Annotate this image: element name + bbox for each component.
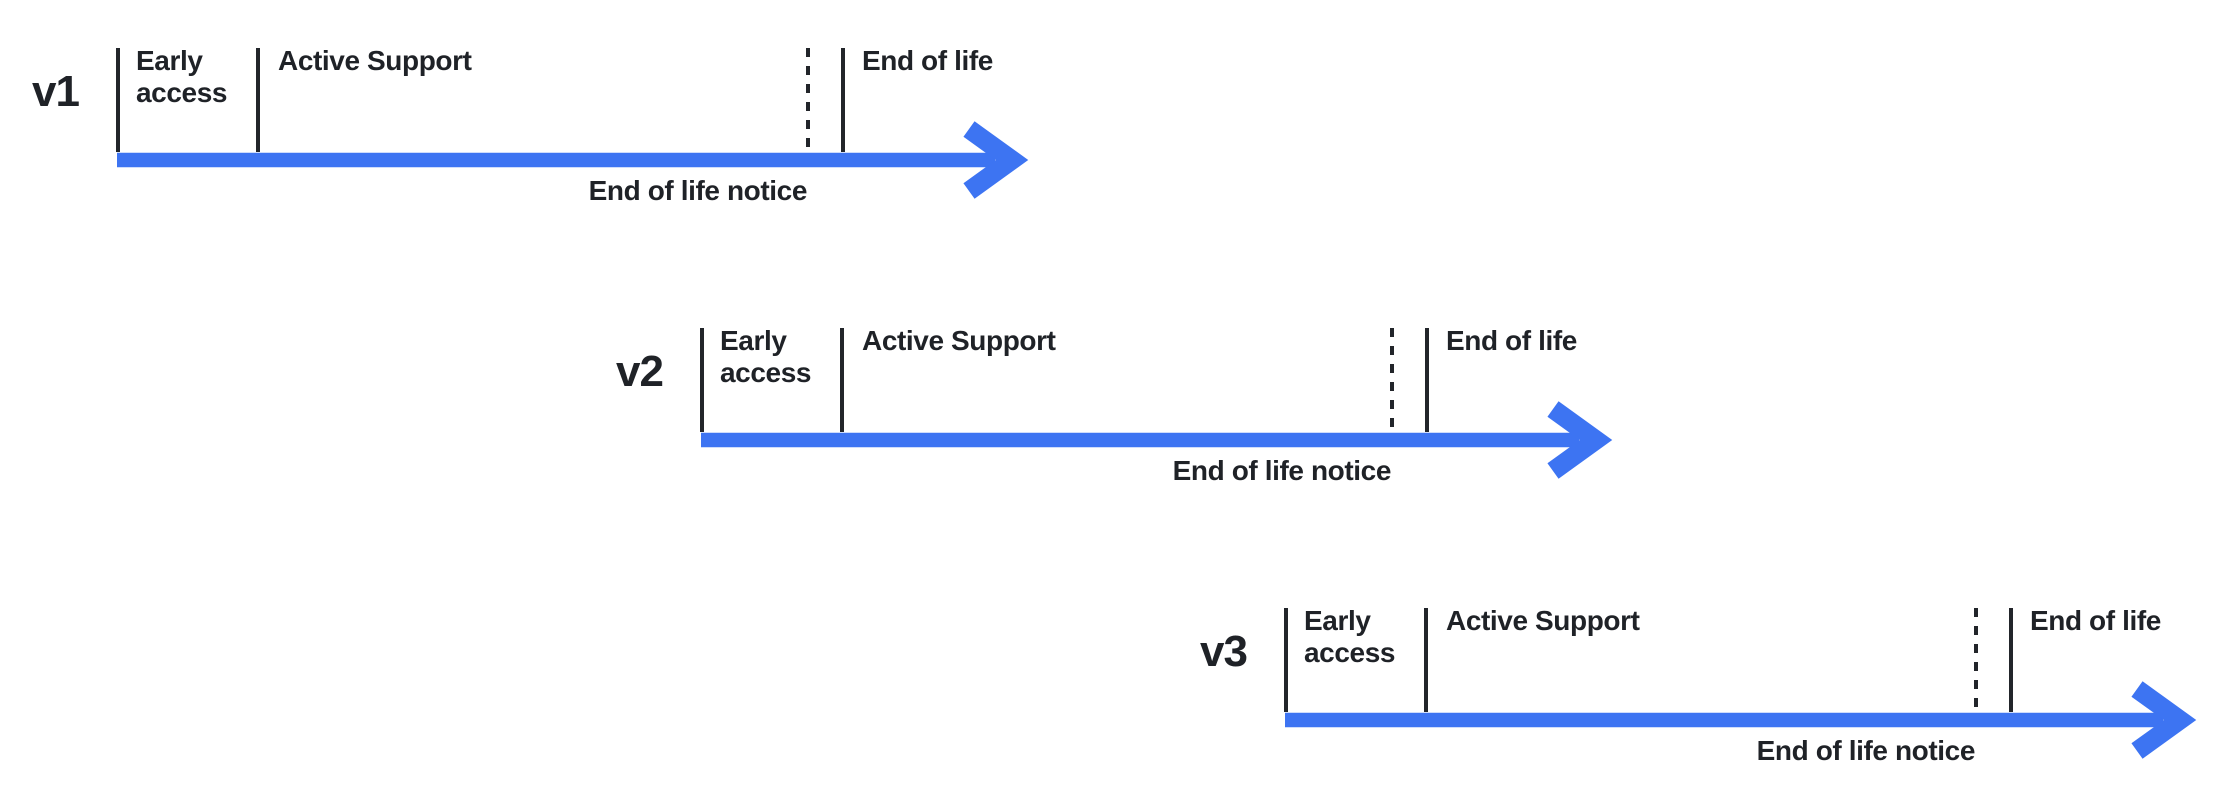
phase-label-active-support: Active Support	[278, 45, 472, 76]
phase-label-early-access: Early access	[1304, 605, 1396, 668]
phase-label-early-access: Early access	[720, 325, 812, 388]
phase-label-end-of-life-notice: End of life notice	[1172, 455, 1392, 486]
timeline-v2: v2 Early access Active Support End of li…	[616, 325, 1626, 500]
phase-label-early-access: Early access	[136, 45, 228, 108]
version-label-v2: v2	[616, 347, 664, 396]
phase-label-end-of-life: End of life	[862, 45, 993, 76]
version-label-v1: v1	[32, 67, 80, 116]
phase-label-end-of-life-notice: End of life notice	[588, 175, 808, 206]
timeline-axis-graphic	[1284, 608, 2197, 759]
arrow-right-icon	[963, 121, 1029, 199]
phase-label-end-of-life-notice: End of life notice	[1756, 735, 1976, 766]
timeline-axis-graphic	[116, 48, 1029, 199]
version-label-v3: v3	[1200, 627, 1248, 676]
timeline-axis-graphic	[700, 328, 1613, 479]
phase-label-end-of-life: End of life	[2030, 605, 2161, 636]
arrow-right-icon	[2131, 681, 2197, 759]
timeline-v3: v3 Early access Active Support End of li…	[1200, 605, 2210, 780]
phase-label-end-of-life: End of life	[1446, 325, 1577, 356]
phase-label-active-support: Active Support	[862, 325, 1056, 356]
phase-label-active-support: Active Support	[1446, 605, 1640, 636]
arrow-right-icon	[1547, 401, 1613, 479]
timeline-v1: v1 Early access Active Support End of li…	[32, 45, 1042, 220]
